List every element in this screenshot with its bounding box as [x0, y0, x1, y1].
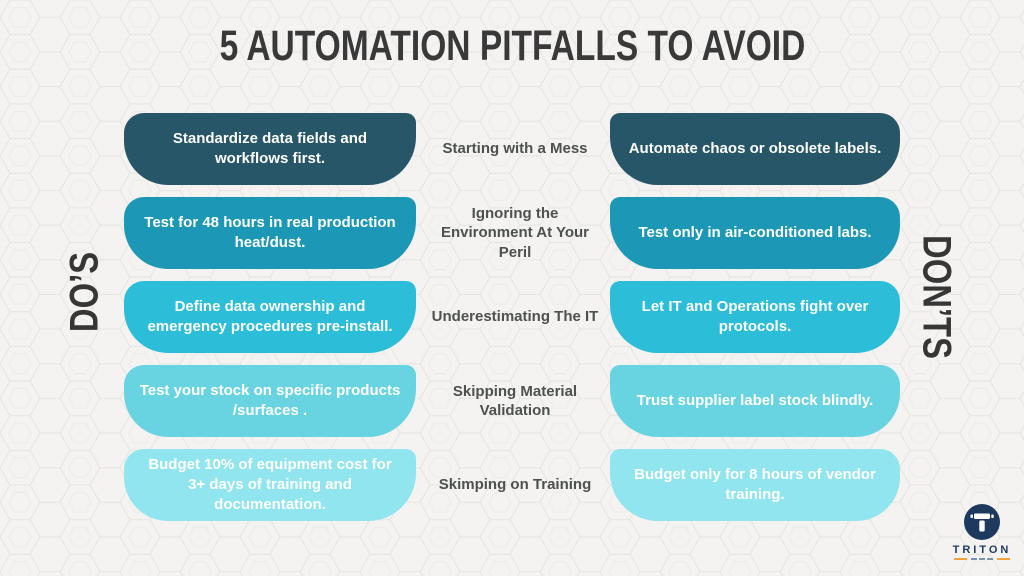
pitfall-row: Budget 10% of equipment cost for 3+ days…	[124, 449, 900, 521]
triton-logo-name: TRITON	[952, 544, 1012, 556]
dont-text: Test only in air-conditioned labs.	[638, 223, 872, 241]
rows-container: Standardize data fields and workflows fi…	[124, 113, 900, 533]
dont-text: Let IT and Operations fight over protoco…	[641, 297, 869, 335]
dont-box: Trust supplier label stock blindly.	[610, 365, 900, 437]
tagline-dash-left	[954, 558, 967, 560]
pitfall-label: Ignoring the Environment At Your Peril	[440, 204, 590, 261]
pitfall-label: Skimping on Training	[438, 476, 592, 494]
page-title: 5 AUTOMATION PITFALLS TO AVOID	[0, 22, 1024, 71]
pitfall-label: Skipping Material Validation	[452, 382, 578, 420]
pitfall-row: Test your stock on specific products /su…	[124, 365, 900, 437]
do-text: Budget 10% of equipment cost for 3+ days…	[148, 455, 392, 514]
do-box: Define data ownership and emergency proc…	[124, 281, 416, 353]
do-text: Test your stock on specific products /su…	[139, 381, 401, 419]
dont-box: Budget only for 8 hours of vendor traini…	[610, 449, 900, 521]
do-text: Define data ownership and emergency proc…	[147, 297, 393, 335]
tagline-text-mark	[971, 558, 993, 560]
tagline-dash-right	[997, 558, 1010, 560]
donts-column-label: DON’TS	[914, 235, 959, 359]
do-text: Test for 48 hours in real production hea…	[144, 213, 396, 251]
do-box: Standardize data fields and workflows fi…	[124, 113, 416, 185]
triton-logo-icon	[964, 504, 1000, 540]
triton-logo: TRITON	[943, 503, 1021, 560]
do-box: Budget 10% of equipment cost for 3+ days…	[124, 449, 416, 521]
pitfall-row: Test for 48 hours in real production hea…	[124, 197, 900, 269]
dont-text: Automate chaos or obsolete labels.	[628, 139, 882, 157]
dont-text: Trust supplier label stock blindly.	[636, 391, 874, 409]
triton-logo-tagline	[954, 558, 1010, 560]
pitfall-label: Underestimating The IT	[431, 308, 599, 326]
pitfall-row: Standardize data fields and workflows fi…	[124, 113, 900, 185]
dont-text: Budget only for 8 hours of vendor traini…	[634, 465, 876, 503]
page-title-text: 5 AUTOMATION PITFALLS TO AVOID	[219, 22, 805, 70]
dos-column-label: DO’S	[62, 251, 107, 333]
do-box: Test for 48 hours in real production hea…	[124, 197, 416, 269]
do-text: Standardize data fields and workflows fi…	[172, 129, 368, 167]
pitfall-label: Starting with a Mess	[442, 140, 588, 158]
pitfall-row: Define data ownership and emergency proc…	[124, 281, 900, 353]
dont-box: Automate chaos or obsolete labels.	[610, 113, 900, 185]
dont-box: Test only in air-conditioned labs.	[610, 197, 900, 269]
dont-box: Let IT and Operations fight over protoco…	[610, 281, 900, 353]
do-box: Test your stock on specific products /su…	[124, 365, 416, 437]
